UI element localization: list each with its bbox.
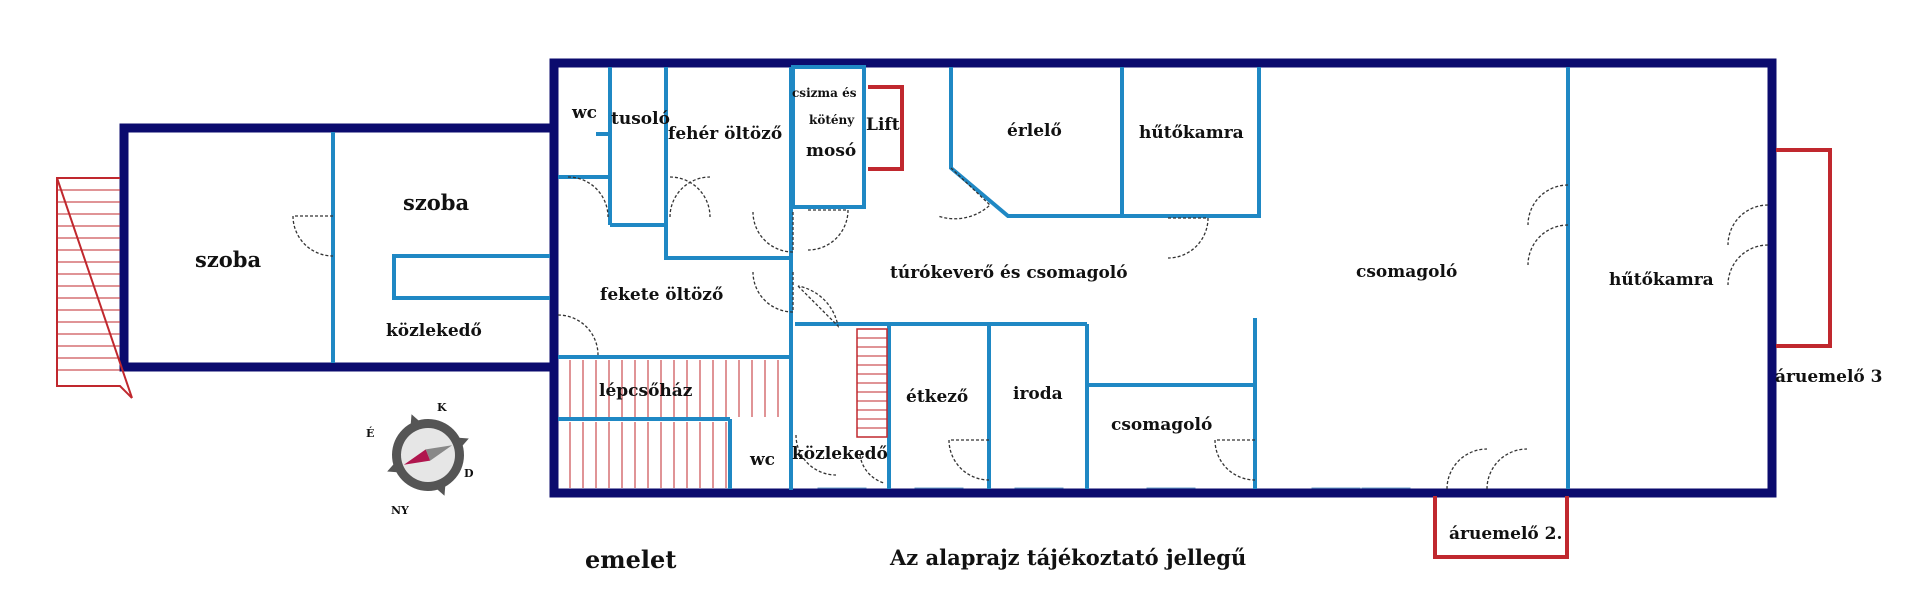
room-label-tusolo: tusoló xyxy=(611,109,670,129)
room-label-csizma-2: kötény xyxy=(809,113,855,127)
room-label-hutokamra-right: hűtőkamra xyxy=(1609,270,1714,290)
room-label-iroda: iroda xyxy=(1013,384,1063,404)
outer-walls xyxy=(119,58,1777,498)
staircase xyxy=(569,328,888,488)
room-label-hutokamra-top: hűtőkamra xyxy=(1139,123,1244,143)
room-label-aruemelo-2: áruemelő 2. xyxy=(1449,524,1562,544)
lifts xyxy=(868,85,1832,559)
room-label-szoba-right: szoba xyxy=(403,190,469,215)
compass-label-west: É xyxy=(366,426,374,440)
compass-label-north: K xyxy=(437,401,447,414)
room-label-lepcsohaz: lépcsőház xyxy=(599,381,693,401)
compass-label-east: D xyxy=(464,467,474,480)
room-label-aruemelo-3: áruemelő 3 xyxy=(1775,367,1883,387)
room-label-kozlekedo-left: közlekedő xyxy=(386,321,482,341)
compass-label-south: NY xyxy=(391,504,409,517)
room-label-kozlekedo-bottom: közlekedő xyxy=(792,444,888,464)
doors xyxy=(292,167,1769,490)
room-label-szoba-left: szoba xyxy=(195,247,261,272)
room-label-wc-bottom: wc xyxy=(749,450,775,470)
disclaimer-caption: Az alaprajz tájékoztató jellegű xyxy=(889,545,1246,570)
room-label-csomagolo-main: csomagoló xyxy=(1356,262,1457,282)
floor-caption: emelet xyxy=(585,545,676,574)
room-label-lift: Lift xyxy=(866,115,900,135)
room-label-feher-oltozo: fehér öltöző xyxy=(668,124,782,144)
compass xyxy=(387,414,469,496)
room-label-etkezo: étkező xyxy=(906,387,968,407)
room-label-moso: mosó xyxy=(806,141,856,161)
room-label-csizma-1: csizma és xyxy=(792,86,857,100)
room-label-fekete-oltozo: fekete öltöző xyxy=(600,285,723,305)
room-label-erlelo: érlelő xyxy=(1007,121,1062,141)
external-stair xyxy=(56,177,133,399)
inner-walls xyxy=(331,65,1570,490)
room-label-csomagolo-small: csomagoló xyxy=(1111,415,1212,435)
room-label-wc-top: wc xyxy=(571,103,597,123)
room-label-turokevero: túrókeverő és csomagoló xyxy=(890,263,1128,283)
